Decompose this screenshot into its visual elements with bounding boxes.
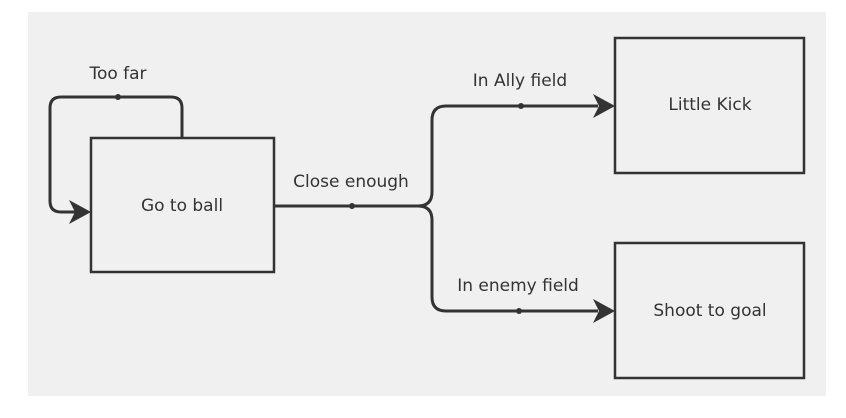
edge-in-ally-field-midpoint [518,103,524,109]
node-go-to-ball-label: Go to ball [141,196,223,216]
edge-in-ally-field-label: In Ally field [473,71,567,91]
edge-in-ally-field-arrowhead [593,94,615,118]
node-little-kick-box [613,36,806,175]
edge-too-far-midpoint [115,94,121,100]
edge-in-enemy-field-midpoint [516,308,522,314]
edge-too-far-label: Too far [88,64,146,84]
edge-in-ally-field[interactable]: In Ally field [417,71,615,208]
node-shoot-to-goal[interactable]: Shoot to goal [613,241,806,380]
node-little-kick-label: Little Kick [668,95,751,115]
edge-in-enemy-field[interactable]: In enemy field [417,204,615,323]
node-shoot-to-goal-label: Shoot to goal [653,301,766,321]
edge-too-far-arrowhead [69,200,91,224]
edge-too-far-line [48,95,184,214]
edge-close-enough-label: Close enough [293,172,409,192]
node-shoot-to-goal-box [613,241,806,380]
edge-in-ally-field-line [417,104,598,208]
node-go-to-ball[interactable]: Go to ball [89,136,276,274]
edge-too-far[interactable]: Too far [48,64,184,224]
edge-in-enemy-field-arrowhead [593,299,615,323]
edge-close-enough-midpoint [349,203,355,209]
edge-in-enemy-field-line [417,204,598,313]
node-little-kick[interactable]: Little Kick [613,36,806,175]
node-go-to-ball-box [89,136,276,274]
edge-in-enemy-field-label: In enemy field [457,276,579,296]
edge-close-enough[interactable]: Close enough [274,172,422,209]
